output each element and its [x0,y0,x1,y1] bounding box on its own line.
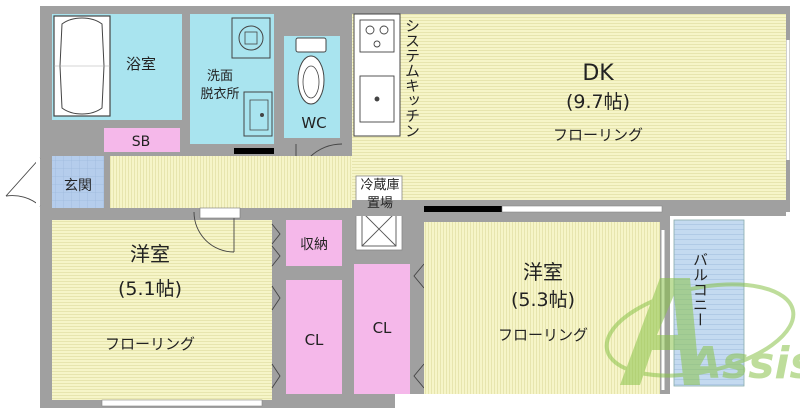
fridge-label-2: 置場 [367,196,393,211]
logo-text: Assist [685,338,800,389]
dk-floor [352,14,786,200]
balcony-label: バルコニー [691,252,709,327]
western1-size-label: (5.1帖) [118,278,182,300]
entrance-label: 玄関 [64,177,92,194]
sink-icon [243,91,273,137]
bathtub-icon [53,15,111,117]
assist-logo: Assist [604,278,800,389]
entrance-floor [52,156,104,208]
wc-label: WC [301,114,326,132]
washroom-label-1: 洗面 [207,69,233,84]
dk-size-label: (9.7帖) [566,91,630,113]
washing-machine-icon [231,17,271,59]
stove-icon [359,19,395,53]
closet2-door-icon [413,263,425,389]
western2-name-label: 洋室 [523,260,563,284]
western2-floor-label: フローリング [498,326,588,344]
closet1-label: CL [305,331,324,349]
western2-size-label: (5.3帖) [511,289,575,311]
shoe-box [104,128,180,152]
bath-label: 浴室 [126,55,156,73]
western1-floor-label: フローリング [105,335,195,353]
sb-label: SB [132,134,151,150]
closet2-label: CL [373,319,392,337]
closet-2 [354,264,410,394]
storage-door-icon [271,223,281,267]
room1-window [101,399,263,407]
closet-1 [286,280,342,394]
kitchen-sink-icon [359,75,395,123]
room1-door-swing [193,211,235,253]
corridor-floor [110,156,352,208]
dk-name-label: DK [582,61,614,86]
western-room-1-floor [52,220,272,400]
fridge-cross-icon [361,211,397,247]
system-kitchen-label: システムキッチン [403,18,421,138]
storage-label: 収納 [300,237,328,253]
fridge-label-1: 冷蔵庫 [360,178,399,193]
washroom-door-threshold [234,148,274,154]
kitchen-counter [353,13,401,137]
closet1-door-icon [271,285,281,389]
dk-floor-label: フローリング [553,126,643,144]
washroom-label-2: 脱衣所 [200,86,239,102]
toilet-icon [295,37,327,105]
storage-closet [286,220,342,266]
western1-name-label: 洋室 [130,242,170,266]
entrance-door-swing [5,157,41,207]
